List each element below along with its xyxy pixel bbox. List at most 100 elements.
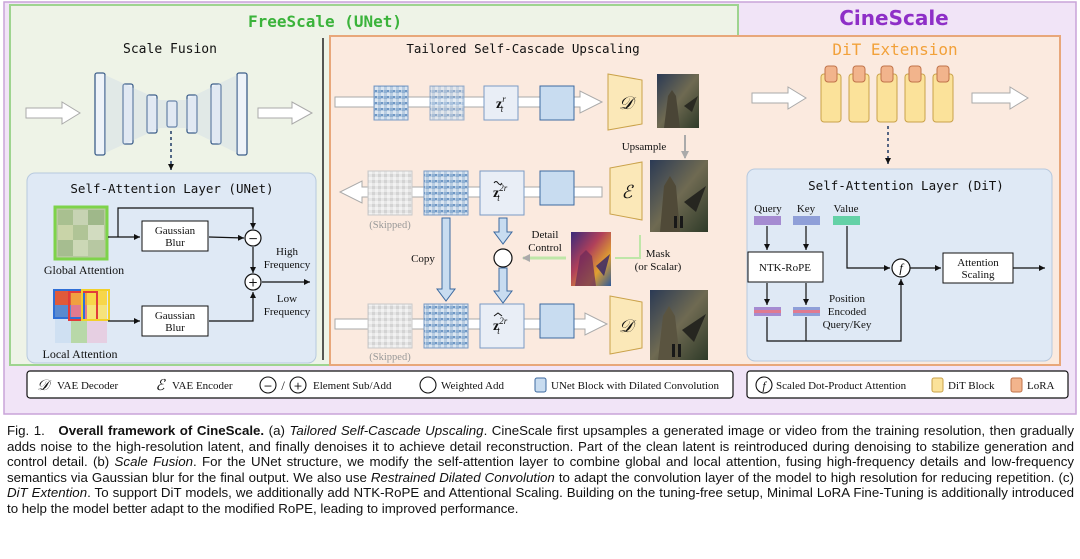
- weighted-add-node: [493, 248, 513, 268]
- row3-final-image: [650, 290, 708, 360]
- sa-unet-title: Self-Attention Layer (UNet): [70, 181, 273, 196]
- dit-blocks: [820, 65, 954, 123]
- local-attention-label: Local Attention: [43, 347, 118, 361]
- legend-freescale: [26, 370, 734, 399]
- mask-to-image-line: [615, 235, 641, 259]
- gaussian-blur-top: Gaussian Blur: [141, 220, 209, 252]
- row2-encoder-symbol: ℰ: [622, 182, 635, 203]
- svg-text:−: −: [263, 380, 272, 393]
- svg-text:f: f: [762, 379, 767, 393]
- framework-figure: CineScale FreeScale (UNet) DiT Extension…: [3, 1, 1077, 415]
- caption-c-text: . To support DiT models, we additionally…: [7, 485, 1074, 516]
- row2-encoder: [609, 161, 643, 221]
- legend-slash: /: [281, 378, 285, 393]
- legend-encoder-symbol: ℰ: [155, 376, 166, 394]
- caption-c-label: (c): [1058, 469, 1074, 485]
- legend-decoder-symbol: 𝒟: [37, 376, 52, 394]
- row1-unet-block: [539, 85, 575, 121]
- minus-operator: −: [244, 229, 262, 247]
- row1-latent-mid: [429, 85, 465, 121]
- caption-fig-number: Fig. 1.: [7, 423, 45, 438]
- legend-unet-block: UNet Block with Dilated Convolution: [551, 380, 720, 392]
- row3-latent-z: [479, 303, 525, 349]
- detail-label: Detail: [532, 229, 559, 241]
- row3-unet-block: [539, 303, 575, 339]
- high-frequency-label-2: Frequency: [264, 259, 311, 271]
- sdpa-node: f: [891, 258, 911, 278]
- row3-latent-skipped: [367, 303, 413, 349]
- dit-output-arrow: [971, 86, 1029, 110]
- value-label: Value: [833, 203, 858, 215]
- dit-lines: [764, 226, 1045, 342]
- unet-funnel: [105, 75, 237, 153]
- dit-input-arrow: [751, 86, 807, 110]
- legend-vae-encoder: VAE Encoder: [172, 380, 233, 392]
- caption-c-title: DiT Extention: [7, 485, 88, 500]
- legend-dit: [746, 370, 1069, 399]
- copy-label: Copy: [411, 253, 435, 265]
- svg-text:Gaussian: Gaussian: [155, 310, 196, 322]
- legend-element-sub-add: Element Sub/Add: [313, 380, 392, 392]
- encoded-label: Encoded: [828, 306, 867, 318]
- or-scalar-label: (or Scalar): [635, 261, 682, 273]
- legend-dit-block-icon: [931, 377, 944, 393]
- scale-fusion-title: Scale Fusion: [123, 42, 217, 57]
- row1-latent-z: [483, 85, 519, 121]
- attention-scaling-box: Attention Scaling: [942, 252, 1014, 284]
- row3-skipped-label: (Skipped): [369, 352, 411, 363]
- sf-lines: [108, 207, 310, 324]
- caption-b-title: Scale Fusion: [114, 454, 194, 469]
- row2-latent-skipped: [367, 170, 413, 216]
- svg-text:+: +: [248, 276, 258, 290]
- caption-a-text: . CineScale first upsamples a generated …: [7, 423, 1074, 469]
- encoded-query-token: [754, 307, 781, 316]
- global-attention-map: [53, 205, 109, 261]
- unet-stack: [94, 72, 248, 156]
- row1-decoder-symbol: 𝒟: [619, 93, 637, 114]
- tailored-title: Tailored Self-Cascade Upscaling: [406, 41, 639, 56]
- key-token: [793, 216, 820, 225]
- row3-hat: [493, 312, 503, 317]
- query-key-label: Query/Key: [823, 319, 872, 331]
- local-attention-map: [53, 289, 110, 343]
- legend-sdpa: Scaled Dot-Product Attention: [776, 380, 907, 392]
- position-label: Position: [829, 293, 866, 305]
- row1-decoder: [607, 73, 643, 131]
- caption-a-label: (a): [268, 423, 285, 438]
- control-label: Control: [528, 242, 562, 254]
- row2-unet-block: [539, 170, 575, 206]
- legend-weighted-add: Weighted Add: [441, 380, 504, 392]
- legend-lora-icon: [1010, 377, 1023, 393]
- mask-image: [571, 232, 611, 286]
- query-label: Query: [754, 203, 782, 215]
- unet-output-arrow: [257, 101, 314, 125]
- row2-tilde: [493, 181, 503, 185]
- caption-b-text: . For the UNet structure, we modify the …: [7, 454, 1075, 485]
- row1-generated-image: [657, 74, 699, 128]
- plus-operator: +: [244, 273, 262, 291]
- caption-b-text2: to adapt the convolution layer of the mo…: [558, 469, 1055, 485]
- svg-text:Gaussian: Gaussian: [155, 225, 196, 237]
- dit-extension-title: DiT Extension: [832, 40, 957, 59]
- row2-latent-z: [479, 170, 525, 216]
- caption-a-title: Tailored Self-Cascade Upscaling: [289, 423, 484, 438]
- global-attention-label: Global Attention: [44, 263, 124, 277]
- mask-label: Mask: [646, 248, 671, 260]
- freescale-title: FreeScale (UNet): [248, 12, 402, 31]
- svg-text:f: f: [899, 261, 905, 276]
- svg-text:Blur: Blur: [165, 237, 185, 249]
- row3-decoder-symbol: 𝒟: [619, 316, 637, 337]
- low-frequency-label: Low: [277, 293, 297, 305]
- row3-decoder: [609, 295, 643, 355]
- legend-plus-icon: +: [289, 376, 307, 394]
- legend-unet-block-icon: [534, 377, 547, 393]
- row2-latent-noisy: [423, 170, 469, 216]
- low-frequency-label-2: Frequency: [264, 306, 311, 318]
- figure-caption: Fig. 1. Overall framework of CineScale. …: [7, 423, 1074, 516]
- query-token: [754, 216, 781, 225]
- svg-text:Scaling: Scaling: [962, 269, 995, 281]
- row3-latent-noisy: [423, 303, 469, 349]
